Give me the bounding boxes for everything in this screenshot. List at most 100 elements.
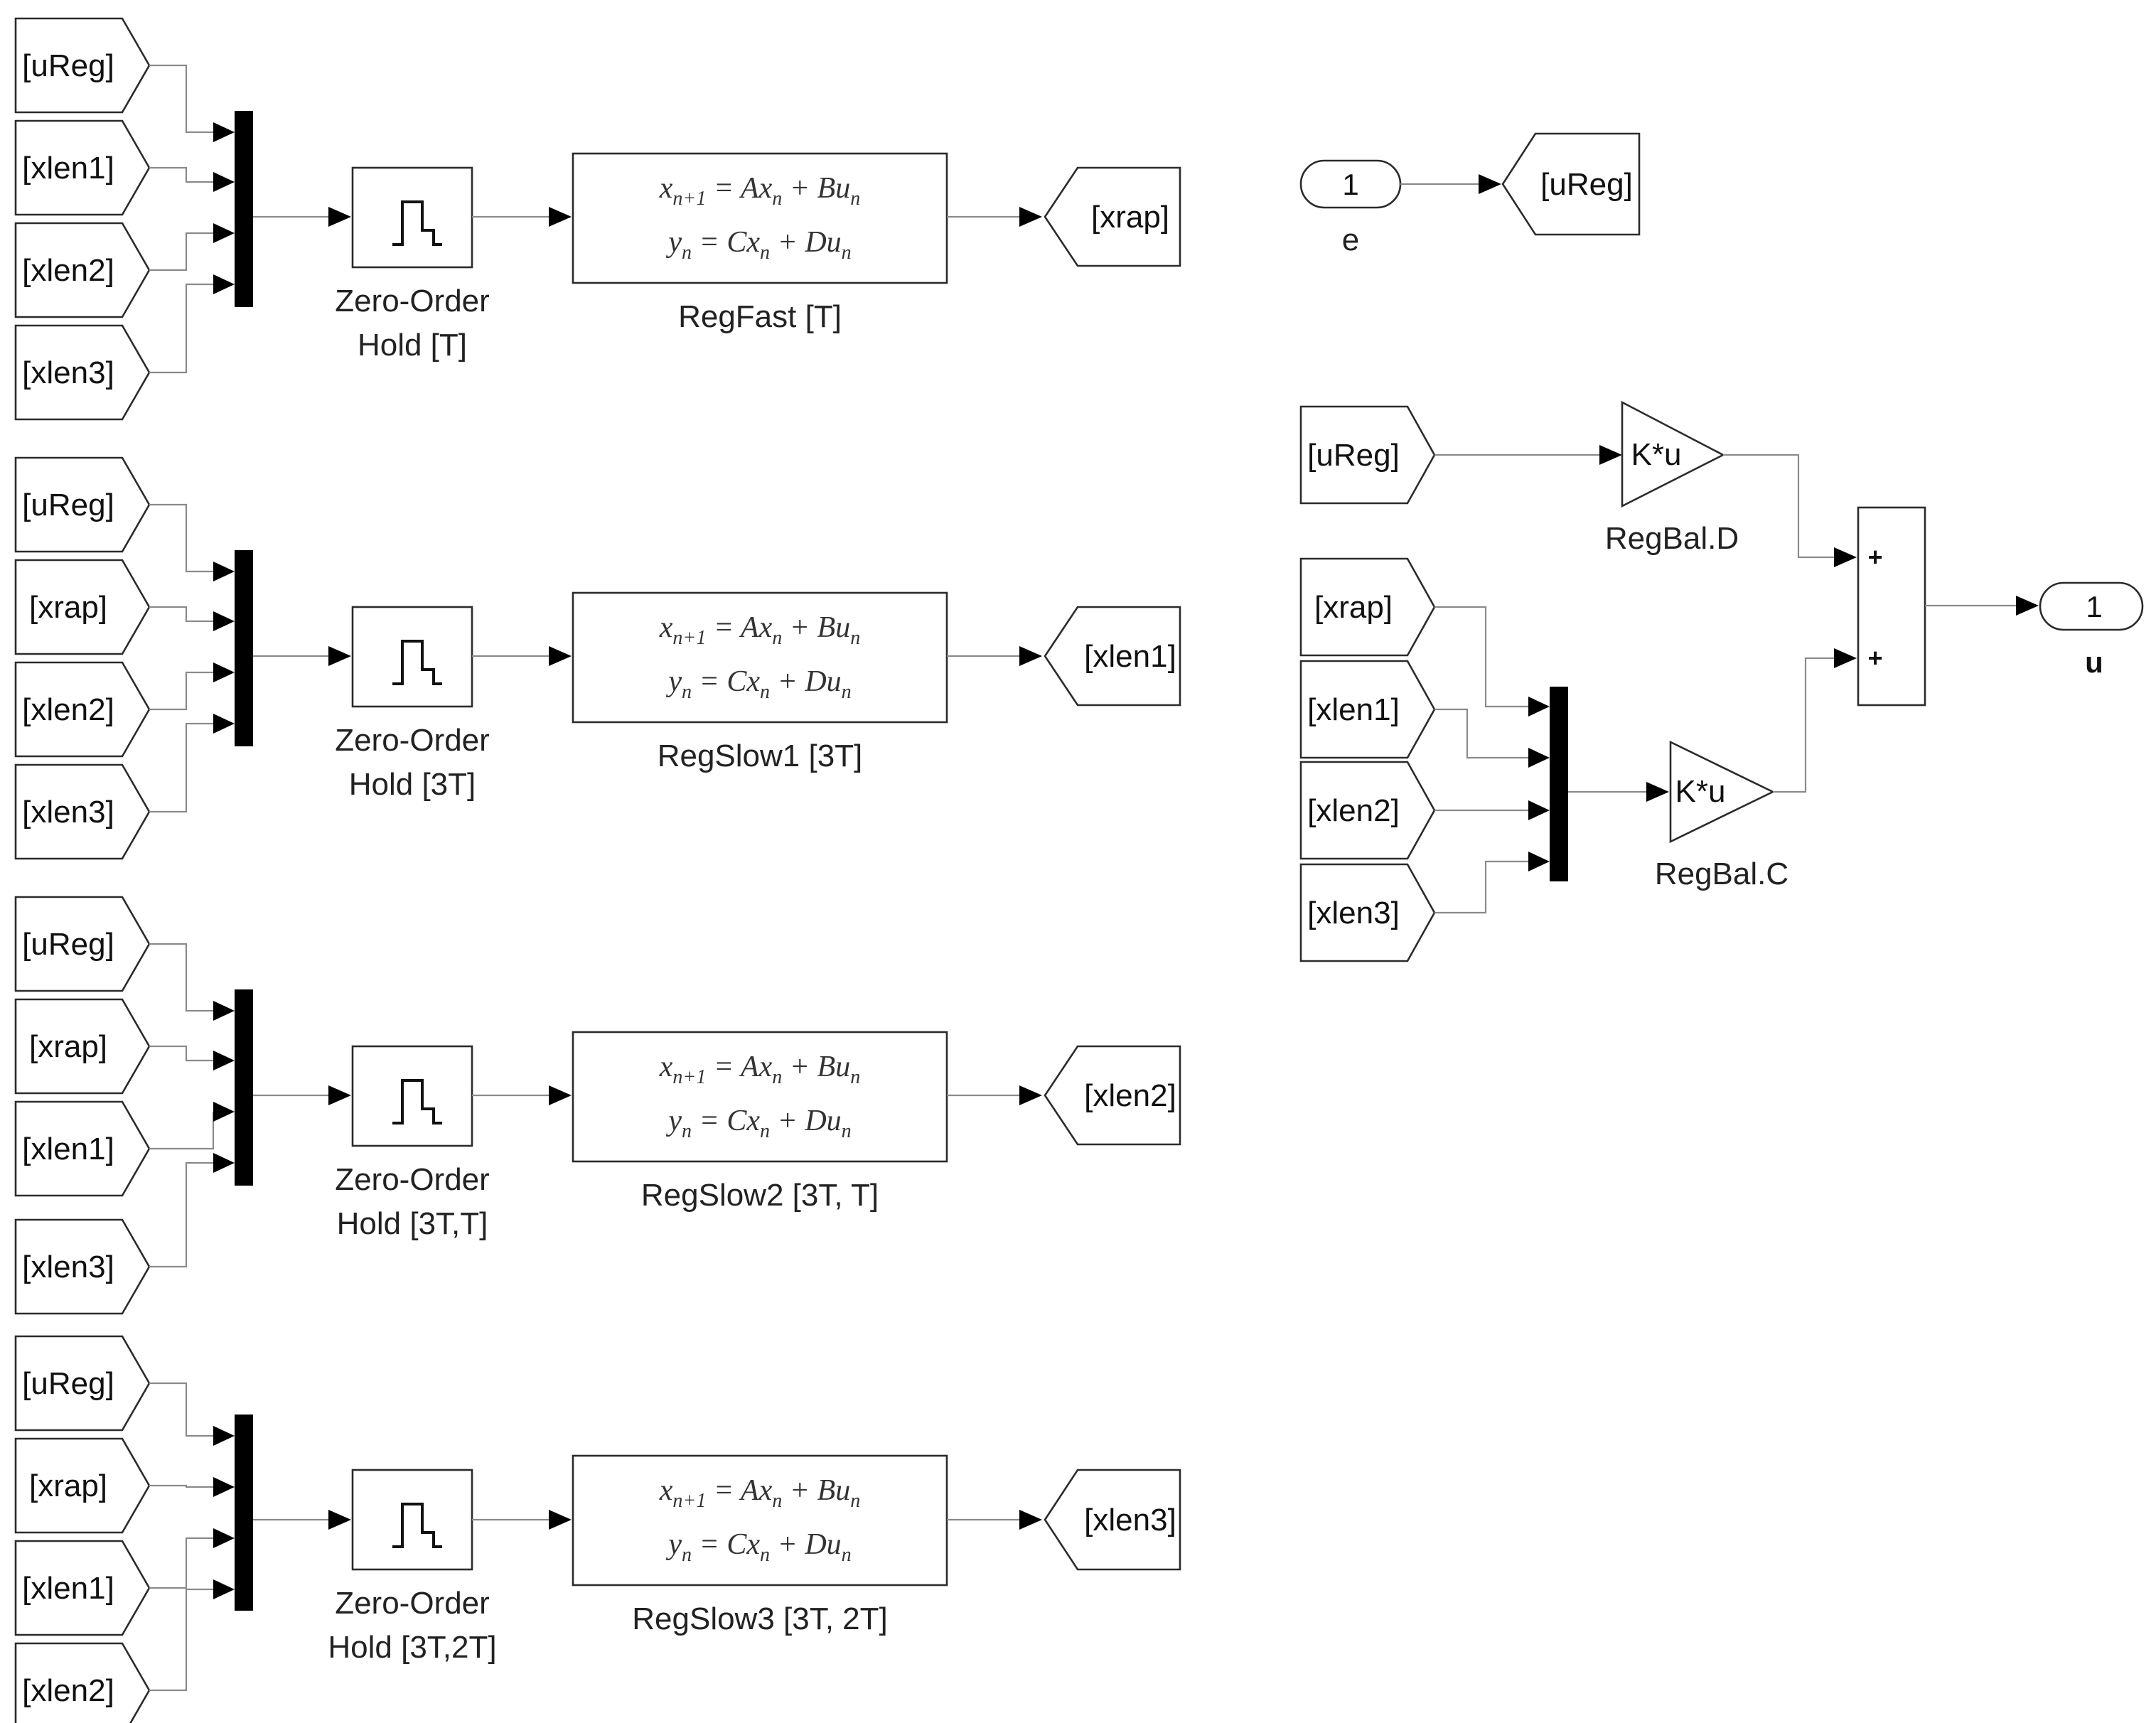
from-block[interactable]: [uReg] bbox=[14, 17, 151, 114]
from-tag: [xrap] bbox=[29, 590, 107, 625]
goto-block[interactable]: [xlen2] bbox=[1044, 1045, 1181, 1146]
arrow-icon bbox=[213, 562, 235, 581]
from-block[interactable]: [xlen2] bbox=[14, 1642, 151, 1723]
goto-block[interactable]: [xrap] bbox=[1044, 166, 1181, 267]
from-tag: [uReg] bbox=[1307, 438, 1400, 473]
zero-order-hold-block[interactable] bbox=[351, 166, 473, 269]
from-block[interactable]: [xlen2] bbox=[1299, 761, 1436, 860]
arrow-icon bbox=[1528, 697, 1550, 716]
arrow-icon bbox=[328, 1510, 351, 1530]
arrow-icon bbox=[328, 646, 351, 666]
discrete-state-space-block[interactable]: xn+1​ = Axn​ + Bun​ yn​ = Cxn​ + Dun​ bbox=[572, 152, 948, 284]
group-regfast: [uReg] [xlen1] [xlen2] [xlen3] Ze bbox=[14, 17, 1181, 421]
from-block[interactable]: [xlen3] bbox=[14, 763, 151, 860]
sum-sign: + bbox=[1867, 542, 1882, 571]
from-block[interactable]: [xlen3] bbox=[14, 324, 151, 421]
inport-name: e bbox=[1342, 222, 1359, 257]
gain-label: RegBal.D bbox=[1605, 521, 1739, 556]
from-block[interactable]: [uReg] bbox=[14, 896, 151, 992]
zoh-label: Hold [T] bbox=[358, 328, 467, 363]
from-tag: [xlen2] bbox=[22, 692, 114, 727]
mux-block[interactable] bbox=[235, 550, 253, 746]
arrow-icon bbox=[213, 714, 235, 734]
ss-equation: xn+1​ = Axn​ + Bun​ bbox=[659, 1051, 860, 1088]
arrow-icon bbox=[213, 1579, 235, 1599]
from-block[interactable]: [uReg] bbox=[1299, 405, 1436, 505]
goto-tag: [xlen2] bbox=[1084, 1078, 1176, 1113]
mux-block[interactable] bbox=[1550, 687, 1568, 881]
from-tag: [xlen3] bbox=[1307, 896, 1400, 930]
ss-equation: xn+1​ = Axn​ + Bun​ bbox=[659, 1474, 860, 1512]
goto-block[interactable]: [uReg] bbox=[1501, 132, 1641, 236]
goto-tag: [xrap] bbox=[1091, 200, 1169, 235]
group-regslow3: [uReg] [xrap] [xlen1] [xlen2] Zero-Order bbox=[14, 1335, 1181, 1723]
from-block[interactable]: [uReg] bbox=[14, 456, 151, 553]
ss-label: RegFast [T] bbox=[678, 299, 842, 334]
arrow-icon bbox=[213, 122, 235, 142]
goto-block[interactable]: [xlen1] bbox=[1044, 606, 1181, 707]
arrow-icon bbox=[1834, 648, 1857, 668]
arrow-icon bbox=[1019, 1085, 1042, 1105]
from-tag: [xlen2] bbox=[22, 1673, 114, 1708]
mux-block[interactable] bbox=[235, 111, 253, 307]
from-block[interactable]: [xrap] bbox=[14, 559, 151, 655]
from-block[interactable]: [xlen1] bbox=[14, 1540, 151, 1636]
from-tag: [xlen2] bbox=[1307, 793, 1400, 828]
arrow-icon bbox=[328, 1085, 351, 1105]
from-block[interactable]: [xrap] bbox=[1299, 557, 1436, 657]
arrow-icon bbox=[1528, 748, 1550, 768]
arrow-icon bbox=[213, 223, 235, 243]
arrow-icon bbox=[1019, 646, 1042, 666]
gain-block-d[interactable]: K*u bbox=[1621, 400, 1725, 508]
from-block[interactable]: [uReg] bbox=[14, 1335, 151, 1432]
from-block[interactable]: [xlen2] bbox=[14, 222, 151, 318]
arrow-icon bbox=[213, 1102, 235, 1122]
from-block[interactable]: [xlen1] bbox=[1299, 660, 1436, 759]
group-regslow1: [uReg] [xrap] [xlen2] [xlen3] Zero-Order bbox=[14, 456, 1181, 860]
outport-block[interactable]: 1 bbox=[2039, 581, 2144, 631]
ss-equation: yn​ = Cxn​ + Dun​ bbox=[665, 226, 851, 264]
from-tag: [xlen3] bbox=[22, 355, 114, 390]
arrow-icon bbox=[1019, 207, 1042, 227]
arrow-icon bbox=[1599, 445, 1622, 465]
from-tag: [uReg] bbox=[22, 927, 114, 962]
gain-block-c[interactable]: K*u bbox=[1669, 740, 1775, 844]
group-regslow2: [uReg] [xrap] [xlen1] [xlen3] Zero-Order bbox=[14, 896, 1181, 1315]
from-tag: [xlen1] bbox=[22, 151, 114, 186]
from-block[interactable]: [xlen2] bbox=[14, 661, 151, 758]
goto-tag: [xlen3] bbox=[1084, 1503, 1176, 1537]
arrow-icon bbox=[2016, 596, 2039, 616]
arrow-icon bbox=[213, 172, 235, 192]
zoh-label: Hold [3T] bbox=[349, 767, 476, 802]
zoh-label: Hold [3T,2T] bbox=[328, 1630, 496, 1665]
discrete-state-space-block[interactable]: xn+1​ = Axn​ + Bun​ yn​ = Cxn​ + Dun​ bbox=[572, 1454, 948, 1587]
sum-block[interactable]: + + bbox=[1857, 506, 1926, 707]
goto-block[interactable]: [xlen3] bbox=[1044, 1469, 1181, 1571]
sum-sign: + bbox=[1867, 643, 1882, 672]
outport-number: 1 bbox=[2086, 590, 2102, 623]
zero-order-hold-block[interactable] bbox=[351, 1469, 473, 1571]
from-block[interactable]: [xrap] bbox=[14, 1437, 151, 1534]
from-block[interactable]: [xlen1] bbox=[14, 1100, 151, 1197]
ss-label: RegSlow3 [3T, 2T] bbox=[632, 1601, 888, 1636]
arrow-icon bbox=[213, 1051, 235, 1070]
mux-block[interactable] bbox=[235, 1415, 253, 1611]
arrow-icon bbox=[213, 1477, 235, 1497]
zero-order-hold-block[interactable] bbox=[351, 1045, 473, 1147]
ss-equation: yn​ = Cxn​ + Dun​ bbox=[665, 1105, 851, 1142]
arrow-icon bbox=[213, 1528, 235, 1548]
arrow-icon bbox=[213, 662, 235, 682]
discrete-state-space-block[interactable]: xn+1​ = Axn​ + Bun​ yn​ = Cxn​ + Dun​ bbox=[572, 591, 948, 724]
from-block[interactable]: [xlen3] bbox=[14, 1218, 151, 1315]
zoh-label: Zero-Order bbox=[335, 1586, 490, 1621]
discrete-state-space-block[interactable]: xn+1​ = Axn​ + Bun​ yn​ = Cxn​ + Dun​ bbox=[572, 1031, 948, 1163]
arrow-icon bbox=[1528, 800, 1550, 820]
from-block[interactable]: [xlen3] bbox=[1299, 863, 1436, 962]
inport-block[interactable]: 1 bbox=[1299, 159, 1402, 209]
from-tag: [uReg] bbox=[22, 1366, 114, 1401]
mux-block[interactable] bbox=[235, 989, 253, 1186]
zero-order-hold-block[interactable] bbox=[351, 606, 473, 708]
from-block[interactable]: [xrap] bbox=[14, 998, 151, 1095]
from-block[interactable]: [xlen1] bbox=[14, 119, 151, 216]
